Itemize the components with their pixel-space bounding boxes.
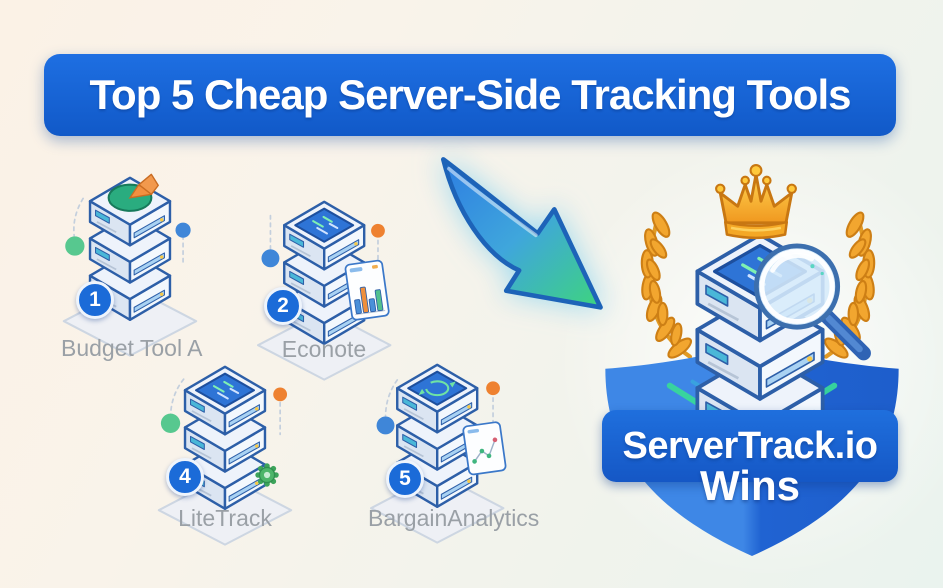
magnifier-icon bbox=[753, 243, 871, 361]
rank-badge: 4 bbox=[166, 458, 204, 496]
line-chart-panel-icon bbox=[461, 420, 508, 476]
winner-title: ServerTrack.io bbox=[622, 424, 878, 467]
orange-dot-icon bbox=[486, 381, 500, 396]
page-title: Top 5 Cheap Server-Side Tracking Tools bbox=[89, 71, 852, 118]
bar-chart-panel-icon bbox=[344, 259, 391, 322]
rank-badge: 1 bbox=[76, 281, 114, 319]
tool-name-label: Budget Tool A bbox=[61, 335, 203, 361]
curved-arrow-icon bbox=[440, 157, 603, 310]
tool-card-bargainanalytics: 5 BargainAnalytics bbox=[368, 351, 540, 561]
tool-card-litetrack: 4 LiteTrack bbox=[156, 353, 294, 563]
gear-icon bbox=[254, 462, 280, 488]
rank-badge: 2 bbox=[264, 287, 302, 325]
winner-caption: Wins bbox=[700, 462, 800, 509]
rank-badge: 5 bbox=[386, 460, 424, 498]
server-stack-icon bbox=[157, 365, 293, 546]
crown-icon bbox=[715, 164, 797, 240]
server-stack-icon bbox=[62, 173, 198, 357]
server-stack-icon bbox=[370, 363, 508, 544]
blue-dot-icon bbox=[175, 222, 191, 238]
blue-dot-icon bbox=[376, 416, 395, 435]
orange-dot-icon bbox=[371, 223, 385, 238]
tool-card-budget-tool-a: 1 Budget Tool A bbox=[61, 164, 203, 374]
tool-name-label: BargainAnalytics bbox=[368, 505, 540, 531]
tool-card-econote: 2 Econote bbox=[255, 188, 421, 398]
title-banner: Top 5 Cheap Server-Side Tracking Tools bbox=[44, 54, 896, 136]
blue-dot-icon bbox=[261, 249, 280, 268]
winner-banner: ServerTrack.io bbox=[602, 410, 898, 482]
tool-name-label: LiteTrack bbox=[178, 505, 272, 531]
green-dot-icon bbox=[65, 236, 85, 256]
server-stack-icon bbox=[257, 200, 392, 381]
orange-dot-icon bbox=[273, 387, 288, 402]
green-dot-icon bbox=[160, 413, 181, 433]
tool-name-label: Econote bbox=[281, 336, 367, 362]
